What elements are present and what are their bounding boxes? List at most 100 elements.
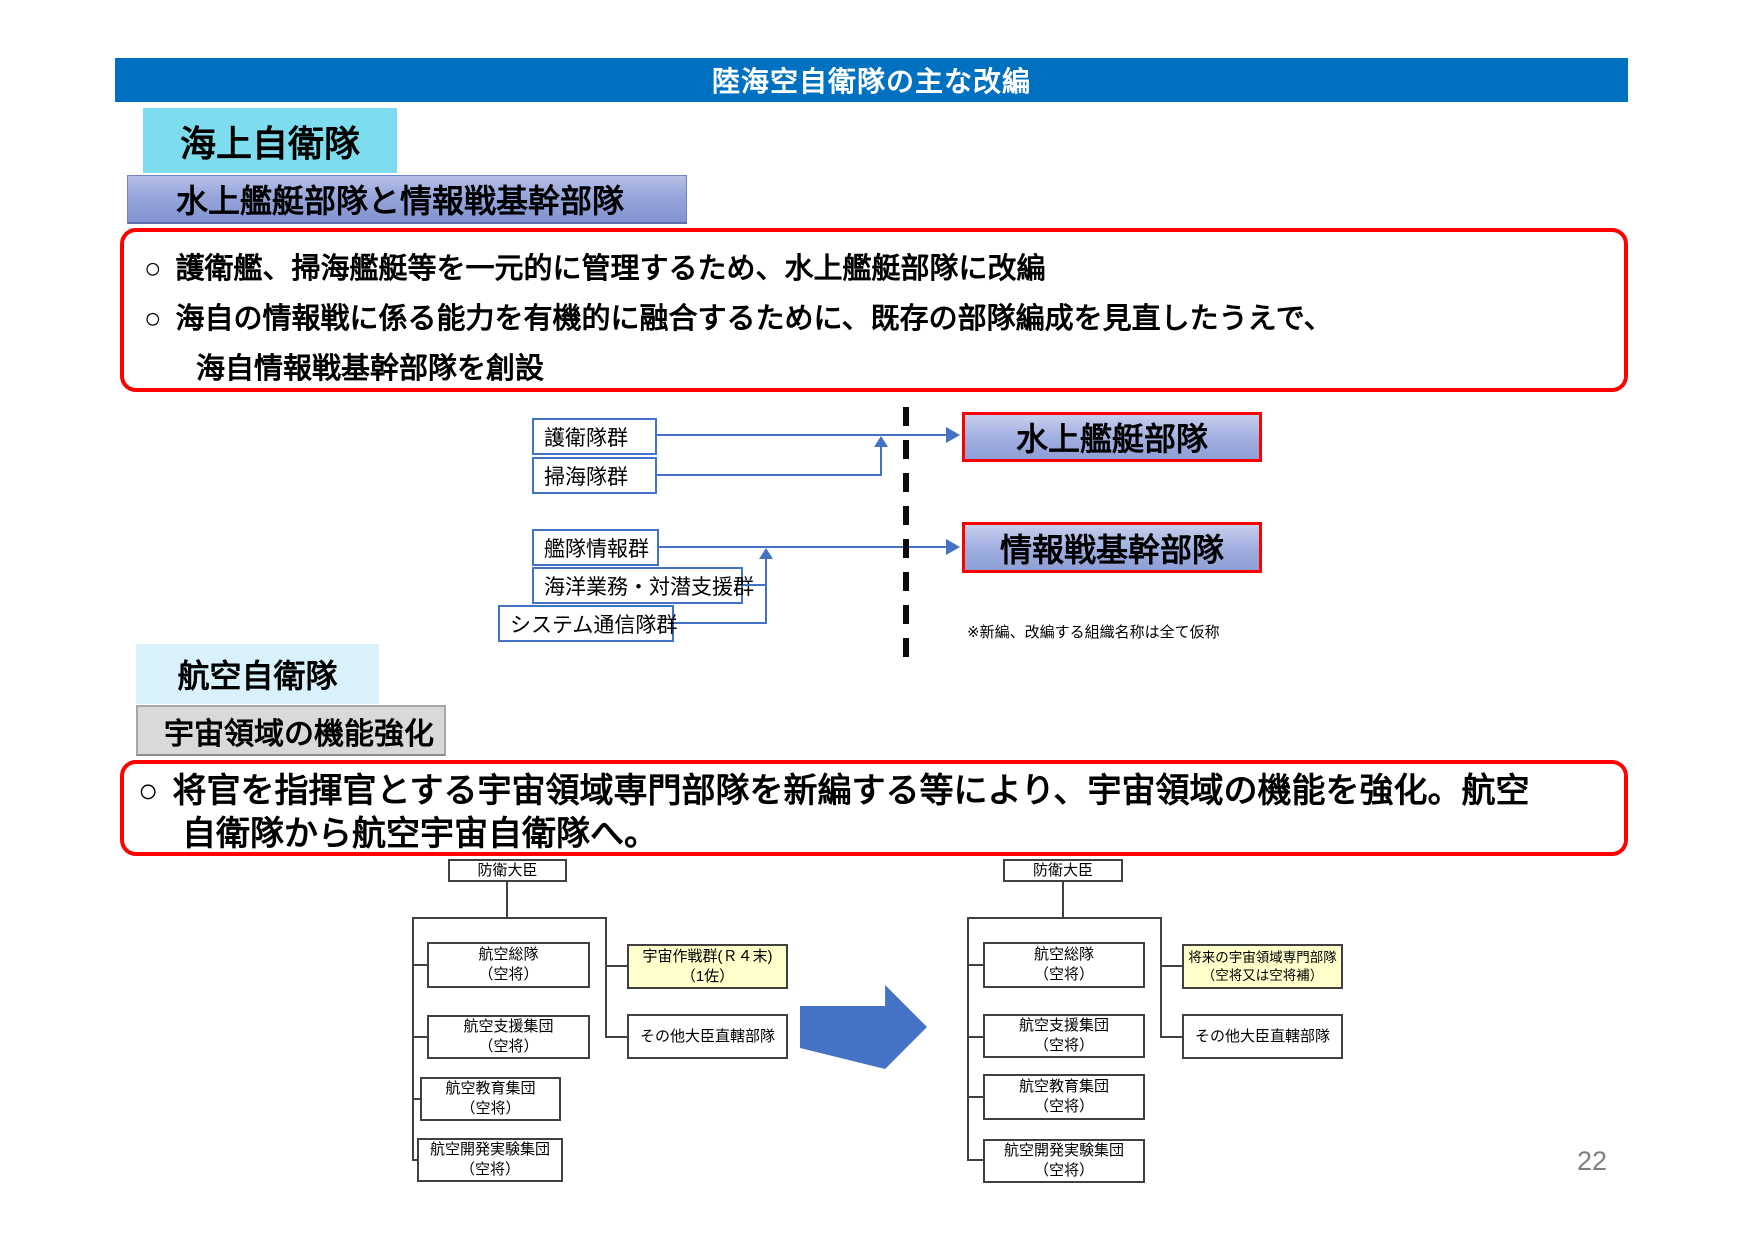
org-label: 航空総隊: [478, 946, 539, 963]
dashed-divider-line: [903, 407, 909, 662]
org-sublabel: （空将）: [1033, 1162, 1094, 1179]
org-label: 航空開発実験集団: [1003, 1142, 1124, 1159]
org-label: 宇宙作戦群(Ｒ４末): [642, 947, 773, 965]
org-connector: [605, 1036, 627, 1038]
new-unit-label: 情報戦基幹部隊: [999, 531, 1224, 568]
org-label: 航空開発実験集団: [429, 1141, 550, 1158]
org-label: その他大臣直轄部隊: [1194, 1027, 1330, 1045]
org-label: 航空支援集団: [1018, 1017, 1109, 1034]
org-connector: [967, 1159, 983, 1161]
page-number: 22: [1577, 1146, 1608, 1176]
provisional-name-note: ※新編、改編する組織名称は全て仮称: [967, 624, 1220, 641]
transition-arrow-icon: [800, 985, 927, 1069]
new-unit-box-information-warfare: 情報戦基幹部隊: [962, 522, 1262, 573]
org-connector: [967, 964, 983, 966]
org-connector: [605, 965, 627, 967]
org-label: その他大臣直轄部隊: [639, 1027, 775, 1045]
air-callout-box: ○ 将官を指揮官とする宇宙領域専門部隊を新編する等により、宇宙領域の機能を強化。航…: [120, 760, 1628, 856]
org-connector: [967, 1036, 983, 1038]
bullet-circle-icon: ○: [138, 772, 159, 810]
org-label: 航空総隊: [1033, 946, 1094, 963]
arrowhead-right-icon: [946, 427, 960, 443]
connector-line: [659, 546, 947, 548]
maritime-bullet-2-text-2: 海自情報戦基幹部隊を創設: [196, 353, 545, 385]
org-sublabel: （空将）: [460, 1100, 521, 1117]
connector-line: [674, 622, 767, 624]
org-sublabel: （空将）: [1033, 966, 1094, 983]
org-connector: [967, 1096, 983, 1098]
unit-label: 護衛隊群: [544, 426, 628, 450]
org-label: 将来の宇宙領域専門部隊: [1188, 949, 1337, 965]
slide-title: 陸海空自衛隊の主な改編: [711, 66, 1031, 97]
unit-label: 掃海隊群: [544, 465, 628, 489]
org-connector: [412, 1036, 427, 1038]
arrowhead-up-icon: [874, 436, 888, 447]
org-before-unit-box: 航空支援集団 （空将）: [427, 1015, 590, 1059]
org-connector: [412, 1159, 420, 1161]
air-bullet-1-continued: 自衛隊から航空宇宙自衛隊へ。: [182, 813, 1610, 856]
org-connector: [967, 917, 969, 1160]
org-after-unit-box: 航空開発実験集団 （空将）: [983, 1139, 1145, 1183]
maritime-subheader-label: 水上艦艇部隊と情報戦基幹部隊: [176, 183, 625, 219]
air-bullet-1-text-2: 自衛隊から航空宇宙自衛隊へ。: [182, 815, 658, 853]
maritime-bullet-1-text: 護衛艦、掃海艦艇等を一元的に管理するため、水上艦艇部隊に改編: [175, 253, 1046, 285]
org-connector: [1062, 882, 1064, 918]
maritime-header-label: 海上自衛隊: [179, 122, 360, 164]
org-connector: [412, 917, 607, 919]
org-sublabel: （空将又は空将補）: [1201, 967, 1324, 983]
org-after-unit-box: 航空支援集団 （空将）: [983, 1014, 1145, 1058]
bullet-circle-icon: ○: [144, 253, 162, 285]
org-before-unit-box: 航空開発実験集団 （空将）: [417, 1138, 563, 1182]
maritime-bullet-2: ○海自の情報戦に係る能力を有機的に融合するために、既存の部隊編成を見直したうえで…: [144, 294, 1604, 344]
org-connector: [506, 882, 508, 918]
org-before-direct-unit-box: その他大臣直轄部隊: [627, 1014, 788, 1059]
new-unit-box-surface-fleet: 水上艦艇部隊: [962, 412, 1262, 462]
arrowhead-right-icon: [946, 539, 960, 555]
org-before-unit-box: 航空総隊 （空将）: [427, 942, 590, 988]
air-subsection-header: 宇宙領域の機能強化: [136, 705, 446, 756]
org-connector: [967, 917, 1162, 919]
org-after-unit-box: 航空教育集団 （空将）: [983, 1074, 1145, 1120]
maritime-callout-box: ○ 護衛艦、掃海艦艇等を一元的に管理するため、水上艦艇部隊に改編 ○海自の情報戦に…: [120, 228, 1628, 392]
org-before-unit-box: 航空教育集団 （空将）: [420, 1077, 561, 1121]
air-bullet-1: ○ 将官を指揮官とする宇宙領域専門部隊を新編する等により、宇宙領域の機能を強化。航…: [138, 770, 1610, 813]
org-after-unit-box: 航空総隊 （空将）: [983, 942, 1145, 988]
maritime-bullet-2-continued: 海自情報戦基幹部隊を創設: [196, 344, 1604, 394]
org-before-space-unit-box: 宇宙作戦群(Ｒ４末) （1佐）: [627, 944, 788, 989]
org-label: 航空教育集団: [445, 1080, 536, 1097]
org-connector: [412, 964, 427, 966]
maritime-subsection-header: 水上艦艇部隊と情報戦基幹部隊: [127, 175, 687, 224]
org-connector: [412, 1098, 420, 1100]
connector-line: [765, 558, 767, 624]
air-header-label: 航空自衛隊: [177, 658, 338, 694]
unit-label: 艦隊情報群: [544, 537, 649, 561]
air-subheader-label: 宇宙領域の機能強化: [164, 717, 434, 751]
connector-line: [880, 446, 882, 476]
connector-line: [743, 584, 767, 586]
org-after-direct-unit-box: その他大臣直轄部隊: [1182, 1014, 1343, 1059]
org-connector: [1160, 1036, 1182, 1038]
air-bullet-1-text: 将官を指揮官とする宇宙領域専門部隊を新編する等により、宇宙領域の機能を強化。航空: [172, 772, 1530, 810]
org-sublabel: （空将）: [1033, 1037, 1094, 1054]
new-unit-label: 水上艦艇部隊: [1015, 421, 1208, 457]
org-label: 航空支援集団: [463, 1018, 554, 1035]
bullet-circle-icon: ○: [144, 303, 162, 335]
unit-box-oceanography-asw: 海洋業務・対潜支援群: [532, 567, 754, 604]
slide-title-bar: 陸海空自衛隊の主な改編: [115, 58, 1628, 102]
maritime-bullet-1: ○ 護衛艦、掃海艦艇等を一元的に管理するため、水上艦艇部隊に改編: [144, 244, 1604, 294]
arrowhead-up-icon: [759, 548, 773, 559]
maritime-section-header: 海上自衛隊: [143, 108, 397, 173]
org-label: 航空教育集団: [1018, 1078, 1109, 1095]
connector-line: [657, 474, 882, 476]
org-after-minister-box: 防衛大臣: [1003, 859, 1123, 882]
connector-line: [657, 434, 947, 436]
unit-label: 海洋業務・対潜支援群: [544, 575, 754, 599]
org-sublabel: （空将）: [478, 1038, 539, 1055]
org-connector: [1160, 965, 1182, 967]
org-label: 防衛大臣: [1032, 861, 1093, 879]
org-sublabel: （1佐）: [680, 967, 735, 985]
org-after-space-unit-box: 将来の宇宙領域専門部隊 （空将又は空将補）: [1182, 944, 1343, 989]
org-connector: [605, 917, 607, 1037]
unit-box-minesweeper-flotillas: 掃海隊群: [532, 457, 657, 494]
